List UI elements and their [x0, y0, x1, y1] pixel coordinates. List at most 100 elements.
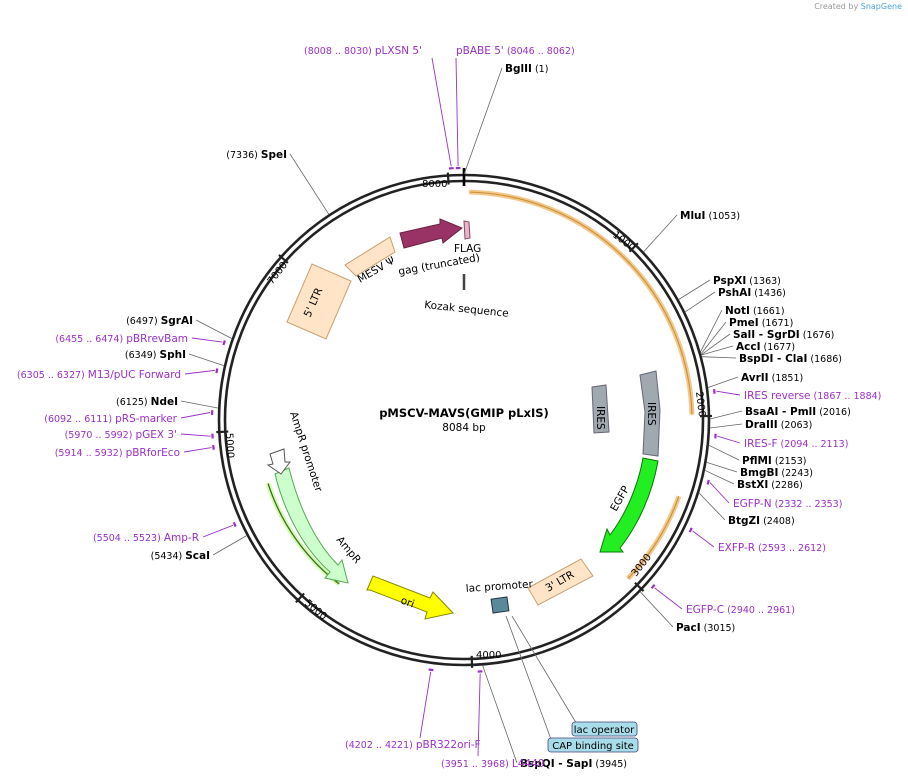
- primer-site-egfp-n[interactable]: EGFP-N (2332 .. 2353): [733, 498, 842, 510]
- primer-sites: (8008 .. 8030) pLXSN 5' pBABE 5' (8046 ..…: [17, 45, 881, 770]
- enzyme-leader-line: [709, 423, 743, 429]
- primer-site-prs-marker[interactable]: (6092 .. 6111) pRS-marker: [44, 413, 177, 425]
- enzyme-leader-line: [709, 410, 743, 420]
- feature-label-ires-1: IRES: [594, 406, 606, 430]
- feature-5ltr[interactable]: 5' LTR: [286, 263, 352, 340]
- enzyme-leader-line: [701, 345, 734, 356]
- primer-leader-line: [419, 671, 432, 739]
- primer-site-pgex-3-[interactable]: (5970 .. 5992) pGEX 3': [65, 429, 177, 441]
- primer-site-pbrrevbam[interactable]: (6455 .. 6474) pBRrevBam: [55, 333, 188, 345]
- enzyme-leader-line: [289, 153, 330, 215]
- enzyme-label: (7336) SpeI: [226, 149, 287, 161]
- primer-site-plxsn-5-[interactable]: (8008 .. 8030) pLXSN 5': [304, 45, 422, 57]
- primer-site-ires-f[interactable]: IRES-F (2094 .. 2113): [744, 438, 848, 450]
- primer-label: (6305 .. 6327) M13/pUC Forward: [17, 369, 181, 381]
- enzyme-site-sphi[interactable]: (6349) SphI: [125, 349, 186, 361]
- primer-position: (6455 .. 6474): [55, 334, 126, 345]
- primer-leader-line: [716, 390, 741, 396]
- feature-ires-2[interactable]: IRES: [639, 370, 661, 457]
- enzyme-site-bstxi[interactable]: BstXI (2286): [737, 479, 803, 491]
- enzyme-site-noti[interactable]: NotI (1661): [725, 305, 785, 317]
- primer-site-l4440[interactable]: (3951 .. 3968) L4440: [441, 758, 544, 770]
- enzyme-site-scai[interactable]: (5434) ScaI: [151, 550, 210, 562]
- primer-name: EGFP-N: [733, 498, 772, 510]
- primer-leader-line: [717, 435, 741, 444]
- primer-label: (6455 .. 6474) pBRrevBam: [55, 333, 188, 345]
- primer-site-m13-puc-forward[interactable]: (6305 .. 6327) M13/pUC Forward: [17, 369, 181, 381]
- primer-name: pBABE 5': [456, 45, 504, 57]
- enzyme-name: ScaI: [185, 550, 210, 562]
- enzyme-leader-line: [700, 309, 723, 353]
- feature-lac-promoter[interactable]: lac promoter: [465, 578, 534, 614]
- enzyme-leader-line: [700, 333, 731, 356]
- primer-site-exfp-r[interactable]: EXFP-R (2593 .. 2612): [718, 542, 826, 554]
- primer-site-pbrforeco[interactable]: (5914 .. 5932) pBRforEco: [55, 447, 180, 459]
- enzyme-site-draiii[interactable]: DraIII (2063): [745, 419, 812, 431]
- enzyme-position: (2243): [778, 468, 813, 479]
- enzyme-label: (6497) SgrAI: [126, 315, 193, 327]
- enzyme-site-btgzi[interactable]: BtgZI (2408): [728, 515, 795, 527]
- feature-label-ires-2: IRES: [645, 402, 657, 426]
- primer-leader-line: [477, 673, 481, 757]
- primer-mark: [428, 668, 434, 672]
- primer-name: M13/pUC Forward: [88, 369, 181, 381]
- primer-name: IRES-F: [744, 438, 778, 450]
- primer-leader-line: [709, 482, 730, 504]
- enzyme-position: (6349): [125, 350, 160, 361]
- enzyme-site-paci[interactable]: PacI (3015): [676, 622, 735, 634]
- primer-site-amp-r[interactable]: (5504 .. 5523) Amp-R: [93, 532, 199, 544]
- enzyme-site-avrii[interactable]: AvrII (1851): [741, 372, 803, 384]
- feature-3ltr[interactable]: 3' LTR: [527, 558, 594, 606]
- primer-site-pbabe-5-[interactable]: pBABE 5' (8046 .. 8062): [456, 45, 575, 57]
- enzyme-leader-line: [701, 356, 737, 359]
- primer-site-egfp-c[interactable]: EGFP-C (2940 .. 2961): [686, 604, 795, 616]
- enzyme-leader-line: [698, 492, 726, 521]
- feature-label-lac-promoter: lac promoter: [465, 578, 534, 595]
- enzyme-site-pmei[interactable]: PmeI (1671): [729, 317, 793, 329]
- feature-kozak[interactable]: Kozak sequence: [424, 274, 510, 320]
- primer-site-ires-reverse[interactable]: IRES reverse (1867 .. 1884): [744, 390, 881, 402]
- tick-3000: 3000: [630, 552, 654, 579]
- insert-arc-1: [469, 189, 695, 415]
- enzyme-label: PspXI (1363): [713, 275, 781, 287]
- enzyme-sites: BglII (1) MluI (1053) PspXI (1363)PshAI (1…: [116, 63, 851, 770]
- enzyme-site-bglii[interactable]: BglII (1): [505, 63, 548, 75]
- enzyme-site-mlui[interactable]: MluI (1053): [680, 210, 740, 222]
- cap-binding-box[interactable]: CAP binding site: [505, 615, 639, 753]
- enzyme-name: SpeI: [261, 149, 287, 161]
- enzyme-site-bspdi[interactable]: BspDI - ClaI (1686): [739, 353, 842, 365]
- plasmid-length: 8084 bp: [442, 422, 486, 434]
- enzyme-name: BsaAI: [745, 406, 778, 418]
- primer-mark: [222, 340, 226, 346]
- feature-flag[interactable]: FLAG: [454, 220, 481, 255]
- primer-site-pbr322ori-f[interactable]: (4202 .. 4221) pBR322ori-F: [345, 739, 481, 751]
- enzyme-site-bspqi[interactable]: BspQI - SapI (3945): [520, 758, 627, 770]
- tick-5000: 5000: [302, 598, 329, 623]
- enzyme-site-pflmi[interactable]: PflMI (2153): [742, 455, 806, 467]
- enzyme-site-pspxi[interactable]: PspXI (1363): [713, 275, 781, 287]
- primer-leader-line: [654, 587, 683, 610]
- enzyme-site-ndei[interactable]: (6125) NdeI: [116, 396, 178, 408]
- feature-label-ori: ori: [399, 595, 416, 611]
- feature-ires-1[interactable]: IRES: [591, 384, 610, 434]
- enzyme-site-bmgbi[interactable]: BmgBI (2243): [740, 467, 813, 479]
- enzyme-name: NdeI: [151, 396, 178, 408]
- enzyme-site-spei[interactable]: (7336) SpeI: [226, 149, 287, 161]
- feature-label-ampr: AmpR: [334, 534, 363, 566]
- enzyme-name-2: - SapI: [555, 758, 593, 770]
- enzyme-position: (1676): [800, 330, 835, 341]
- enzyme-label: PflMI (2153): [742, 455, 806, 467]
- feature-mesv-psi[interactable]: MESV Ψ: [344, 236, 397, 286]
- primer-name: EXFP-R: [718, 542, 755, 554]
- enzyme-site-pshai[interactable]: PshAI (1436): [718, 287, 786, 299]
- feature-ori[interactable]: ori: [366, 575, 454, 620]
- feature-label-flag: FLAG: [454, 243, 481, 255]
- enzyme-site-sgrai[interactable]: (6497) SgrAI: [126, 315, 193, 327]
- enzyme-site-bsaai[interactable]: BsaAI - PmlI (2016): [745, 406, 851, 418]
- enzyme-leader-line: [212, 535, 248, 556]
- primer-position: (2940 .. 2961): [724, 605, 795, 616]
- enzyme-site-sali[interactable]: SalI - SgrDI (1676): [733, 329, 834, 341]
- feature-egfp[interactable]: EGFP: [599, 457, 659, 553]
- enzyme-site-acci[interactable]: AccI (1677): [736, 341, 795, 353]
- lac-operator-box[interactable]: lac operator: [511, 615, 638, 737]
